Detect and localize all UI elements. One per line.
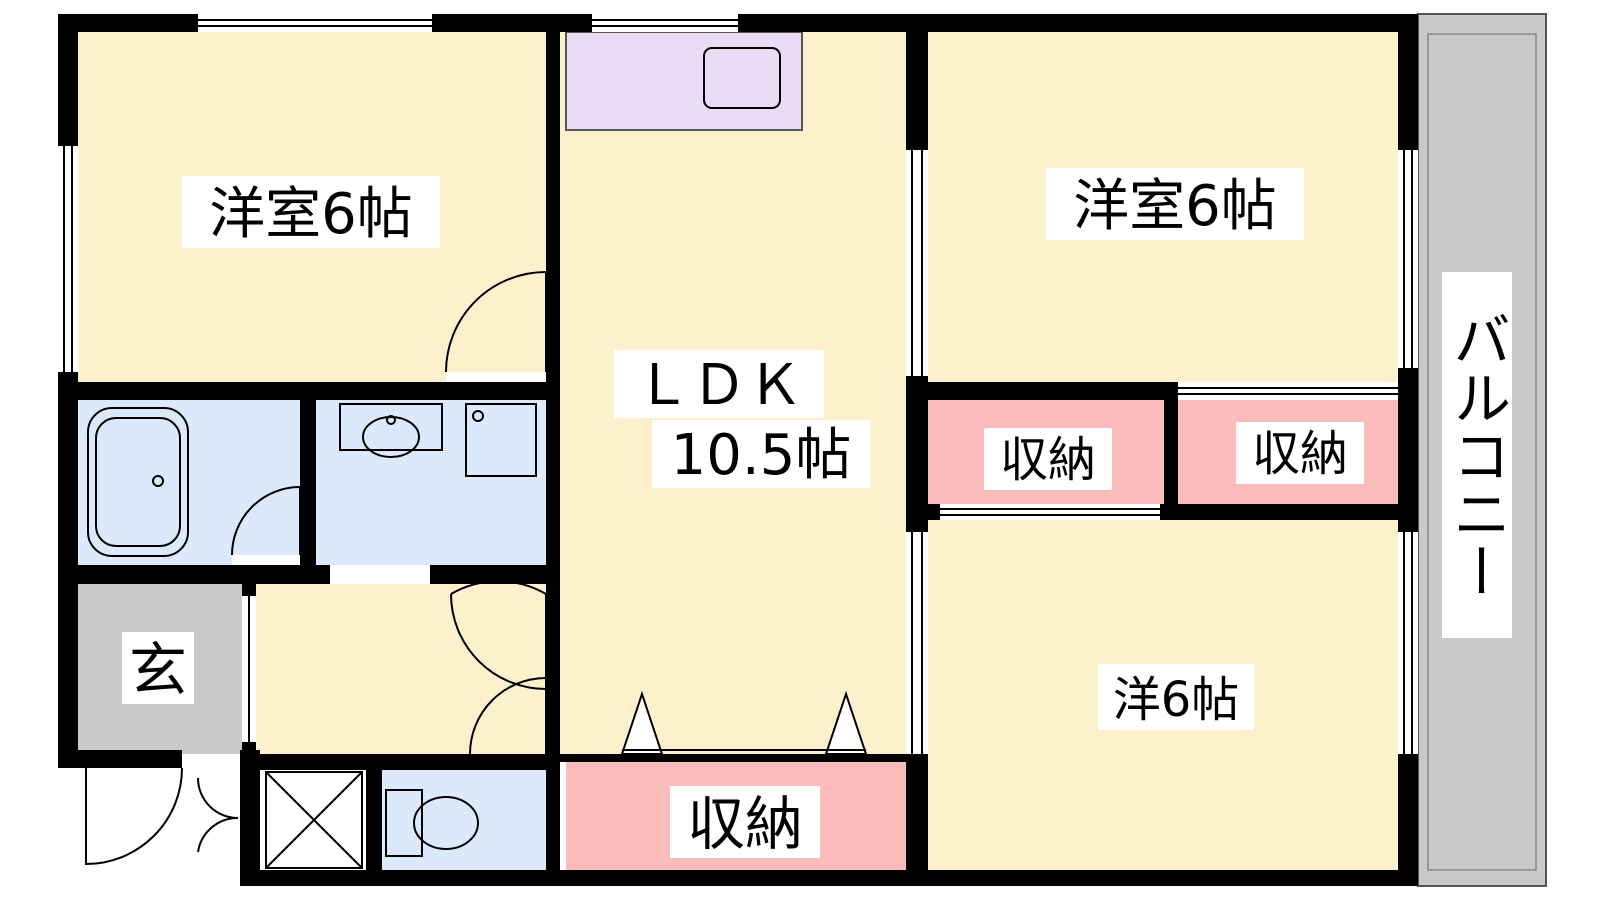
fixtures — [87, 47, 781, 869]
label-balcony: バルコニー — [1443, 310, 1511, 600]
washroom — [316, 400, 546, 565]
label-ldk-size: 10.5帖 — [671, 423, 852, 488]
label-western-top-left: 洋室6帖 — [209, 182, 413, 247]
hallway — [256, 584, 546, 754]
label-storage-mid-left: 収納 — [1000, 432, 1096, 488]
doors — [85, 271, 547, 870]
label-storage-mid-right: 収納 — [1252, 426, 1348, 482]
windows — [58, 14, 1418, 754]
room-labels: 洋室6帖 洋室6帖 ＬＤＫ 10.5帖 洋6帖 収納 収納 収納 玄 バルコニー — [122, 168, 1512, 858]
label-entrance: 玄 — [129, 636, 187, 704]
toilet — [382, 770, 546, 870]
label-western-bottom-right: 洋6帖 — [1113, 672, 1240, 728]
kitchen-area — [565, 31, 803, 131]
label-storage-bottom: 収納 — [687, 790, 803, 858]
label-ldk: ＬＤＫ — [635, 353, 803, 418]
label-western-top-right: 洋室6帖 — [1073, 174, 1277, 239]
closet-doors — [620, 690, 868, 755]
